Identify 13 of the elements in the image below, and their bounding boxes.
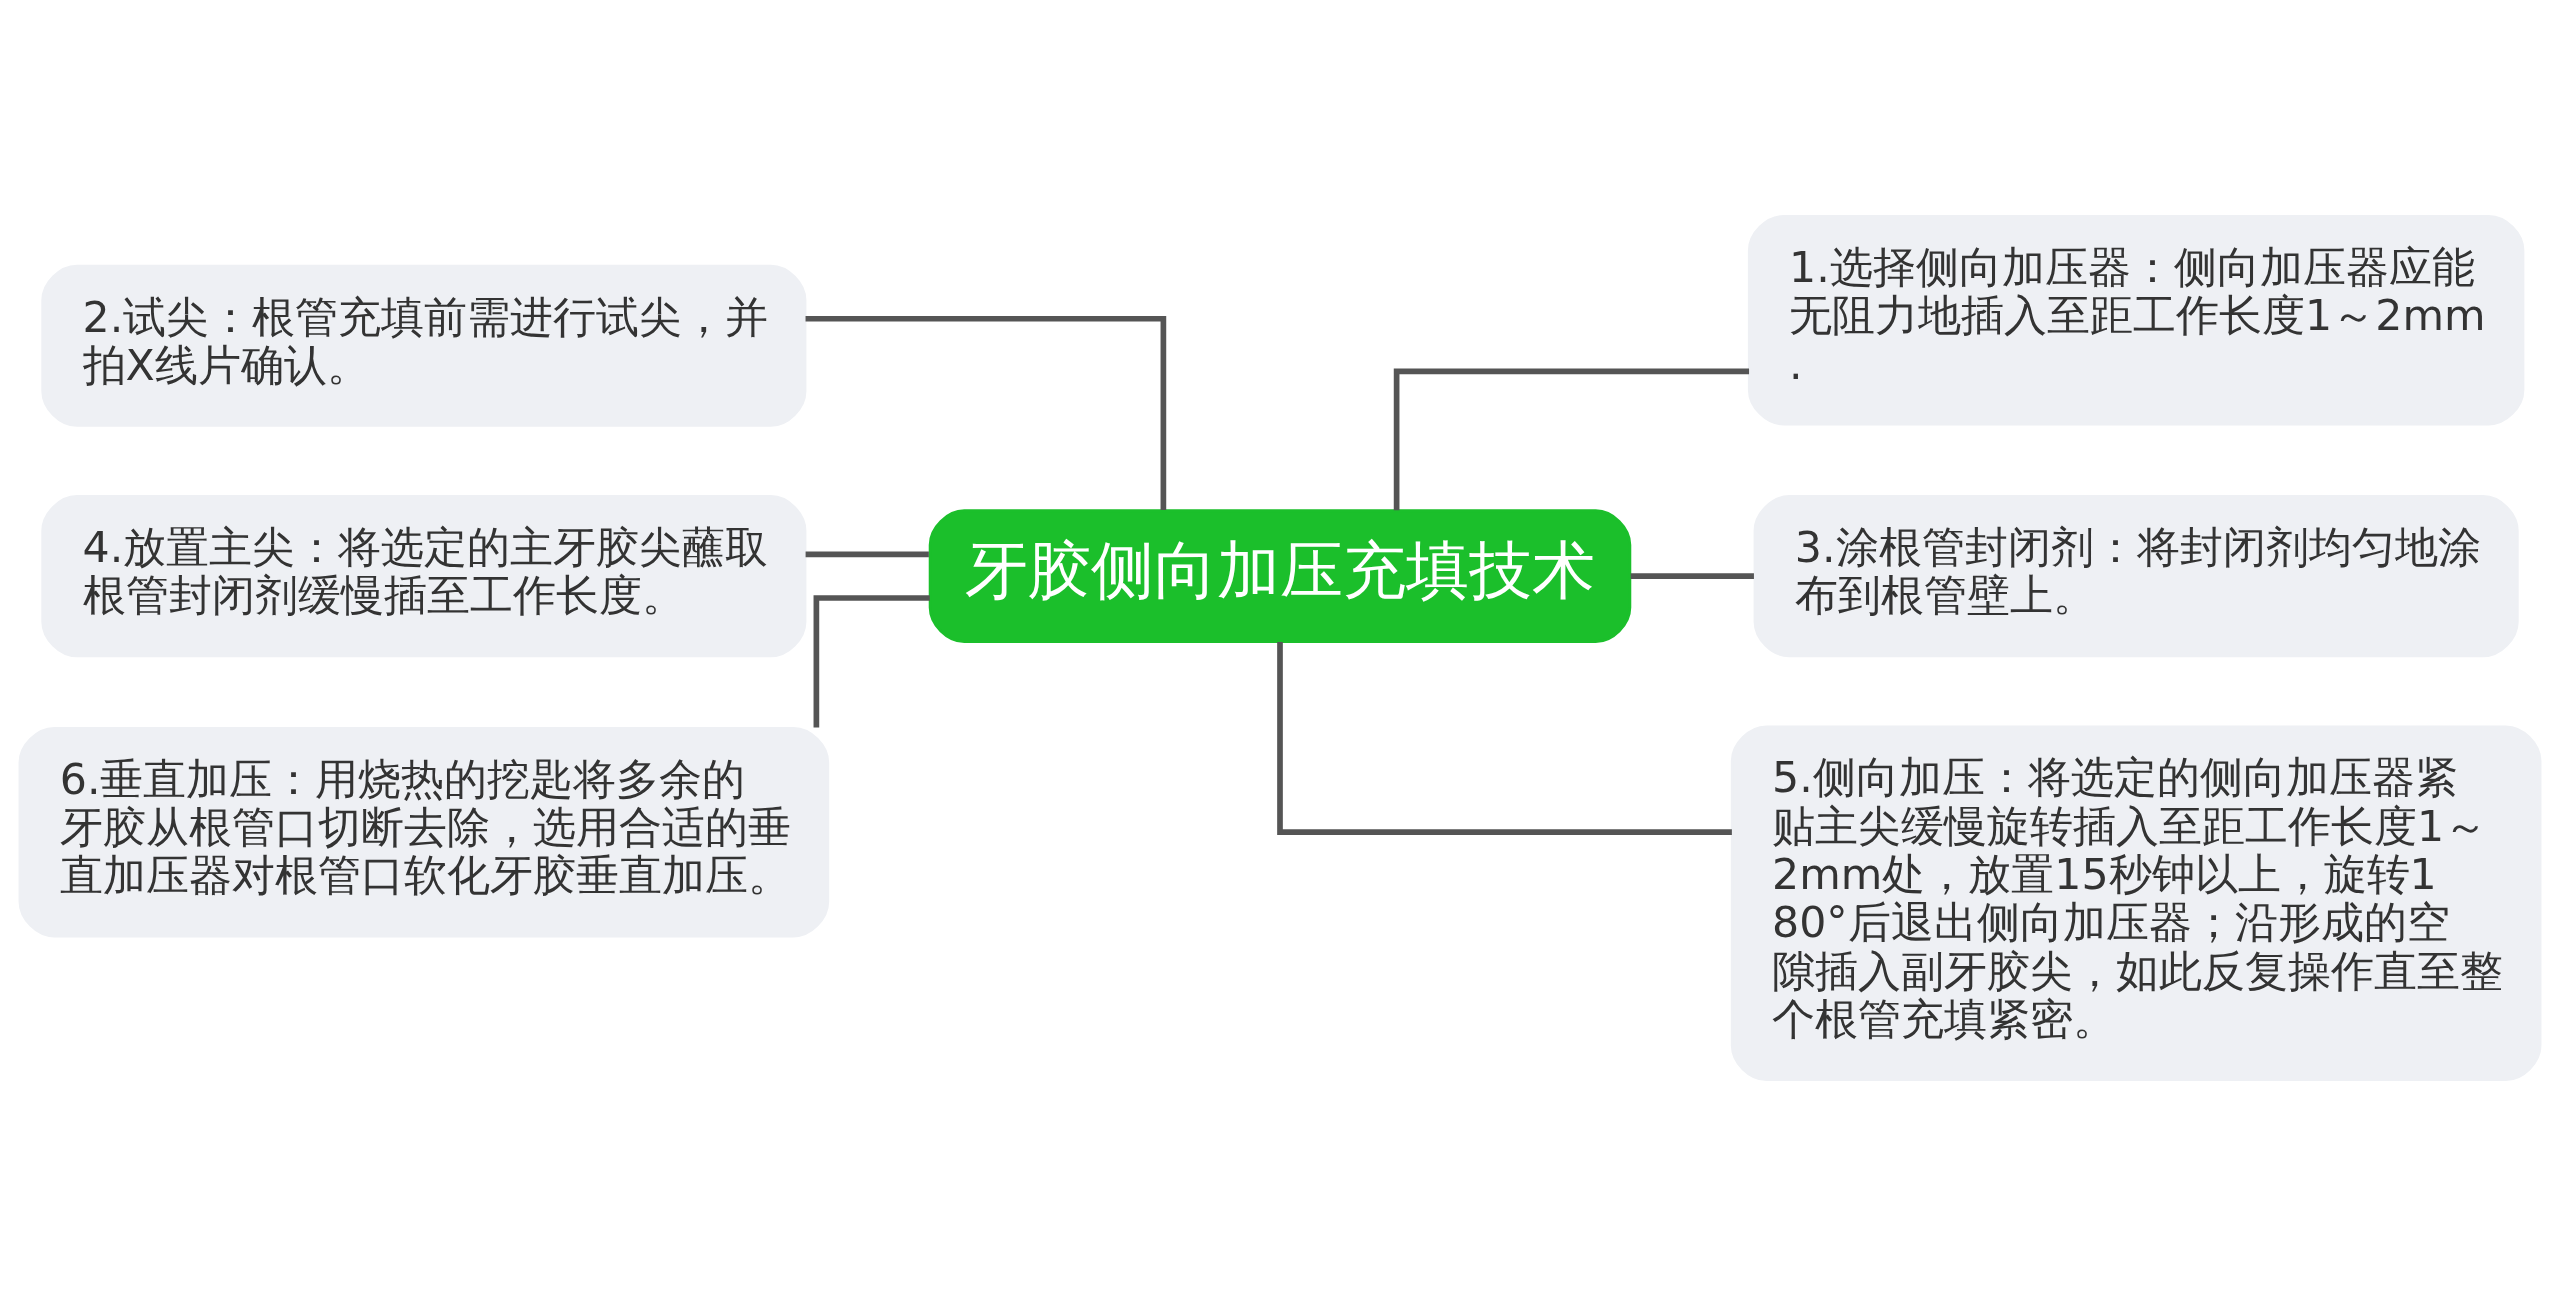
connector — [805, 551, 929, 557]
node-box: 4.放置主尖：将选定的主牙胶尖蘸取根管封闭剂缓慢插至工作长度。 — [41, 494, 807, 657]
node-box: 6.垂直加压：用烧热的挖匙将多余的牙胶从根管口切断去除，选用合适的垂直加压器对根管口软化牙胶垂直加压。 — [18, 726, 830, 937]
node-box: 5.侧向加压：将选定的侧向加压器紧贴主尖缓慢旋转插入至距工作长度1～2mm处，放置15秒钟以上，旋转180°后退出侧向加压器；沿形成的空隙插入副牙胶尖，如此反复操作直至整个根管充填紧密。 — [1730, 725, 2542, 1081]
connector — [1630, 572, 1754, 579]
connector — [1393, 368, 1750, 510]
connector — [805, 315, 1167, 510]
connector — [813, 594, 930, 727]
node-box: 1.选择侧向加压器：侧向加压器应能无阻力地插入至距工作长度1～2mm. — [1747, 214, 2525, 425]
node-box: 牙胶侧向加压充填技术 — [928, 508, 1632, 643]
node-box: 3.涂根管封闭剂：将封闭剂均匀地涂布到根管壁上。 — [1753, 494, 2519, 657]
connector — [1277, 641, 1732, 835]
node-box: 2.试尖：根管充填前需进行试尖，并拍X线片确认。 — [41, 264, 807, 427]
